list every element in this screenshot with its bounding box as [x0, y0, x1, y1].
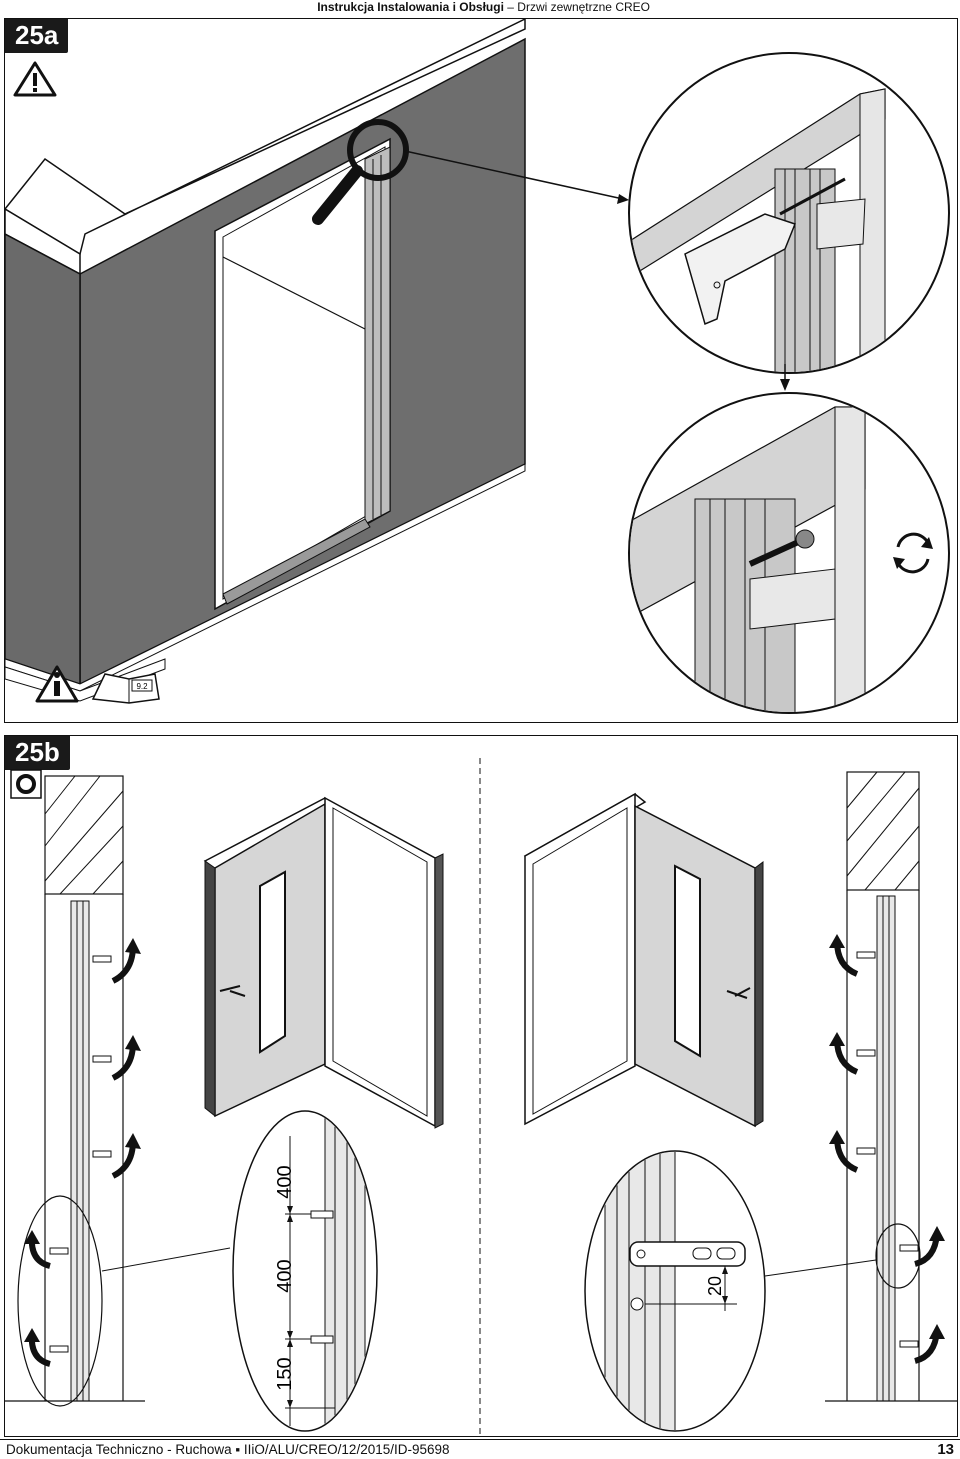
figure-25a: 25a — [4, 18, 958, 723]
open-manual-icon: 9.2 — [91, 673, 160, 704]
anchor-plate — [92, 1055, 112, 1063]
rotate-arrow-icon — [829, 934, 859, 977]
door-right-opening — [523, 792, 764, 1128]
figure-25a-art: 9.2 — [5, 19, 950, 714]
figure-label-25b: 25b — [5, 736, 70, 770]
anchor-plate — [899, 1340, 919, 1348]
detail-circle-drill — [628, 52, 950, 374]
document-reference: Dokumentacja Techniczno - Ruchowa ▪ IIiO… — [6, 1442, 450, 1457]
dimension-150: 150 — [274, 1357, 296, 1390]
rotate-arrow-icon — [914, 1324, 945, 1364]
manual-ref-label: 9.2 — [136, 682, 148, 691]
anchor-plate — [49, 1247, 69, 1255]
anchor-plate — [92, 1150, 112, 1158]
anchor-plate — [49, 1345, 69, 1353]
title-bold: Instrukcja Instalowania i Obsługi — [317, 0, 504, 14]
rotate-arrow-icon — [24, 1328, 51, 1367]
rotate-arrows-icon — [893, 532, 933, 574]
anchor-plate — [92, 955, 112, 963]
page-header: Instrukcja Instalowania i Obsługi – Drzw… — [0, 0, 960, 18]
rotate-arrow-icon — [829, 1130, 859, 1173]
rotate-arrow-icon — [111, 1133, 141, 1179]
rotate-arrow-icon — [111, 938, 141, 984]
dimension-400-upper: 400 — [274, 1165, 296, 1198]
document-title: Instrukcja Instalowania i Obsługi – Drzw… — [317, 0, 650, 14]
door-left-opening — [203, 796, 444, 1129]
page-footer: Dokumentacja Techniczno - Ruchowa ▪ IIiO… — [0, 1439, 960, 1459]
dimension-400-lower: 400 — [274, 1259, 296, 1292]
detail-circle-fix — [628, 392, 950, 714]
dimension-20: 20 — [705, 1276, 725, 1296]
rotate-arrow-icon — [914, 1226, 945, 1267]
figure-25b-art: 400 400 150 — [5, 758, 957, 1436]
anchor-plate — [899, 1244, 919, 1252]
info-icon — [35, 665, 79, 703]
rotate-arrow-icon — [829, 1032, 859, 1075]
right-dimension-detail: 20 — [584, 1150, 766, 1432]
figure-25b: 25b — [4, 735, 958, 1437]
title-subtitle: – Drzwi zewnętrzne CREO — [507, 0, 650, 14]
magnifier-icon — [312, 119, 409, 225]
rotate-arrow-icon — [111, 1035, 141, 1081]
anchor-plate — [856, 951, 876, 959]
right-wall-section — [764, 771, 957, 1402]
left-dimension-detail: 400 400 150 — [232, 1110, 378, 1432]
figure-label-25a: 25a — [5, 19, 69, 53]
circle-o-icon — [10, 769, 42, 799]
rotate-arrow-icon — [24, 1230, 51, 1269]
anchor-plate — [856, 1049, 876, 1057]
left-wall-section — [5, 775, 231, 1407]
page-number: 13 — [937, 1441, 954, 1458]
warning-triangle-icon — [13, 61, 57, 97]
anchor-plate — [856, 1147, 876, 1155]
